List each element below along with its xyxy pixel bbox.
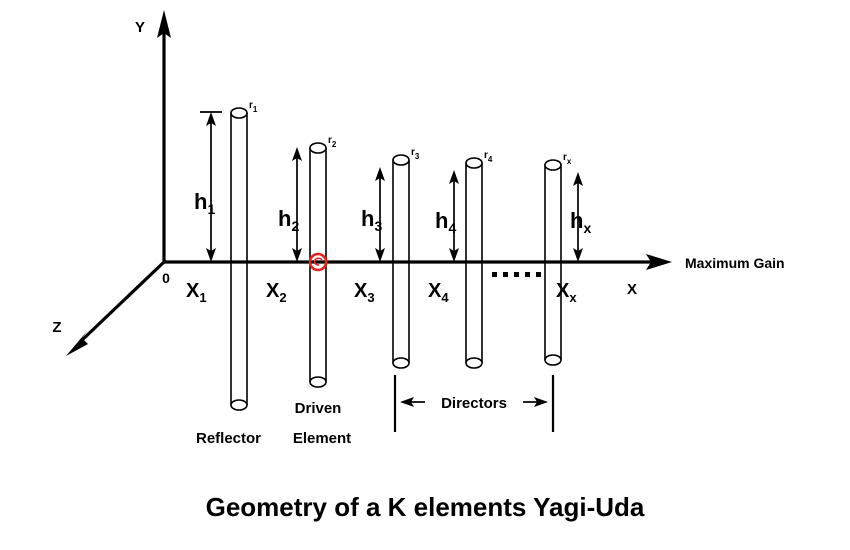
rod-bottom-cap-2 (309, 376, 327, 388)
spacing-ellipsis (492, 272, 541, 277)
spacing-label-1: X1 (186, 280, 207, 305)
spacing-label-x: Xx (556, 280, 577, 305)
directors-label: Directors (441, 395, 507, 412)
radius-label-x: rx (563, 152, 572, 166)
radius-label-2: r2 (328, 135, 337, 149)
x-axis-arrowhead (646, 254, 672, 270)
spacing-labels-group: X1 X2 X3 X4 Xx (186, 272, 577, 305)
rod-cylinder-3 (392, 154, 410, 369)
rod-cylinder-x (544, 159, 562, 366)
z-axis (66, 260, 166, 356)
origin-label: 0 (162, 270, 170, 286)
y-axis-arrowhead (157, 10, 171, 38)
height-label-3: h3 (361, 206, 382, 234)
x-axis (164, 254, 672, 270)
element-director-3: h3 r3 (361, 147, 420, 369)
axes-group: Y X Z 0 Maximum Gain (52, 10, 785, 356)
height-label-1: h1 (194, 189, 215, 217)
height-dimension-4 (449, 170, 459, 262)
figure-title: Geometry of a K elements Yagi-Uda (206, 492, 645, 522)
rod-bottom-cap-4 (465, 357, 483, 369)
rod-top-cap-2 (309, 142, 327, 154)
element-reflector: h1 r1 (194, 100, 258, 411)
z-axis-label: Z (52, 319, 61, 336)
height-dimension-x (573, 172, 583, 262)
directors-bracket: Directors (393, 375, 555, 432)
rod-top-cap-3 (392, 154, 410, 166)
element-director-x: hx rx (544, 152, 591, 366)
rod-bottom-cap-x (544, 354, 562, 366)
height-label-2: h2 (278, 206, 299, 234)
spacing-label-2: X2 (266, 280, 287, 305)
spacing-label-3: X3 (354, 280, 375, 305)
y-axis (157, 10, 171, 262)
height-dimension-3 (375, 167, 385, 262)
height-label-4: h4 (435, 208, 456, 236)
radius-label-4: r4 (484, 150, 493, 164)
feed-point-marker (308, 252, 328, 272)
rod-top-cap-1 (230, 107, 248, 119)
radius-label-3: r3 (411, 147, 420, 161)
rod-bottom-cap-3 (392, 357, 410, 369)
rod-bottom-cap-1 (230, 399, 248, 411)
height-dimension-1 (200, 111, 222, 262)
rod-cylinder-1 (230, 107, 248, 411)
maximum-gain-label: Maximum Gain (685, 255, 785, 271)
radius-label-1: r1 (249, 100, 258, 114)
element-director-4: h4 r4 (435, 150, 493, 369)
driven-label-line1: Driven (295, 400, 342, 417)
rod-cylinder-4 (465, 157, 483, 369)
spacing-label-4: X4 (428, 280, 449, 305)
height-label-x: hx (570, 208, 591, 236)
role-labels-group: Reflector Driven Element (196, 400, 351, 447)
rod-top-cap-x (544, 159, 562, 171)
z-axis-arrowhead (66, 330, 88, 356)
driven-label-line2: Element (293, 430, 351, 447)
reflector-label: Reflector (196, 430, 261, 447)
y-axis-label: Y (135, 19, 145, 36)
height-dimension-2 (292, 147, 302, 262)
element-driven: h2 r2 (278, 135, 337, 388)
rod-top-cap-4 (465, 157, 483, 169)
x-axis-label: X (627, 281, 637, 298)
